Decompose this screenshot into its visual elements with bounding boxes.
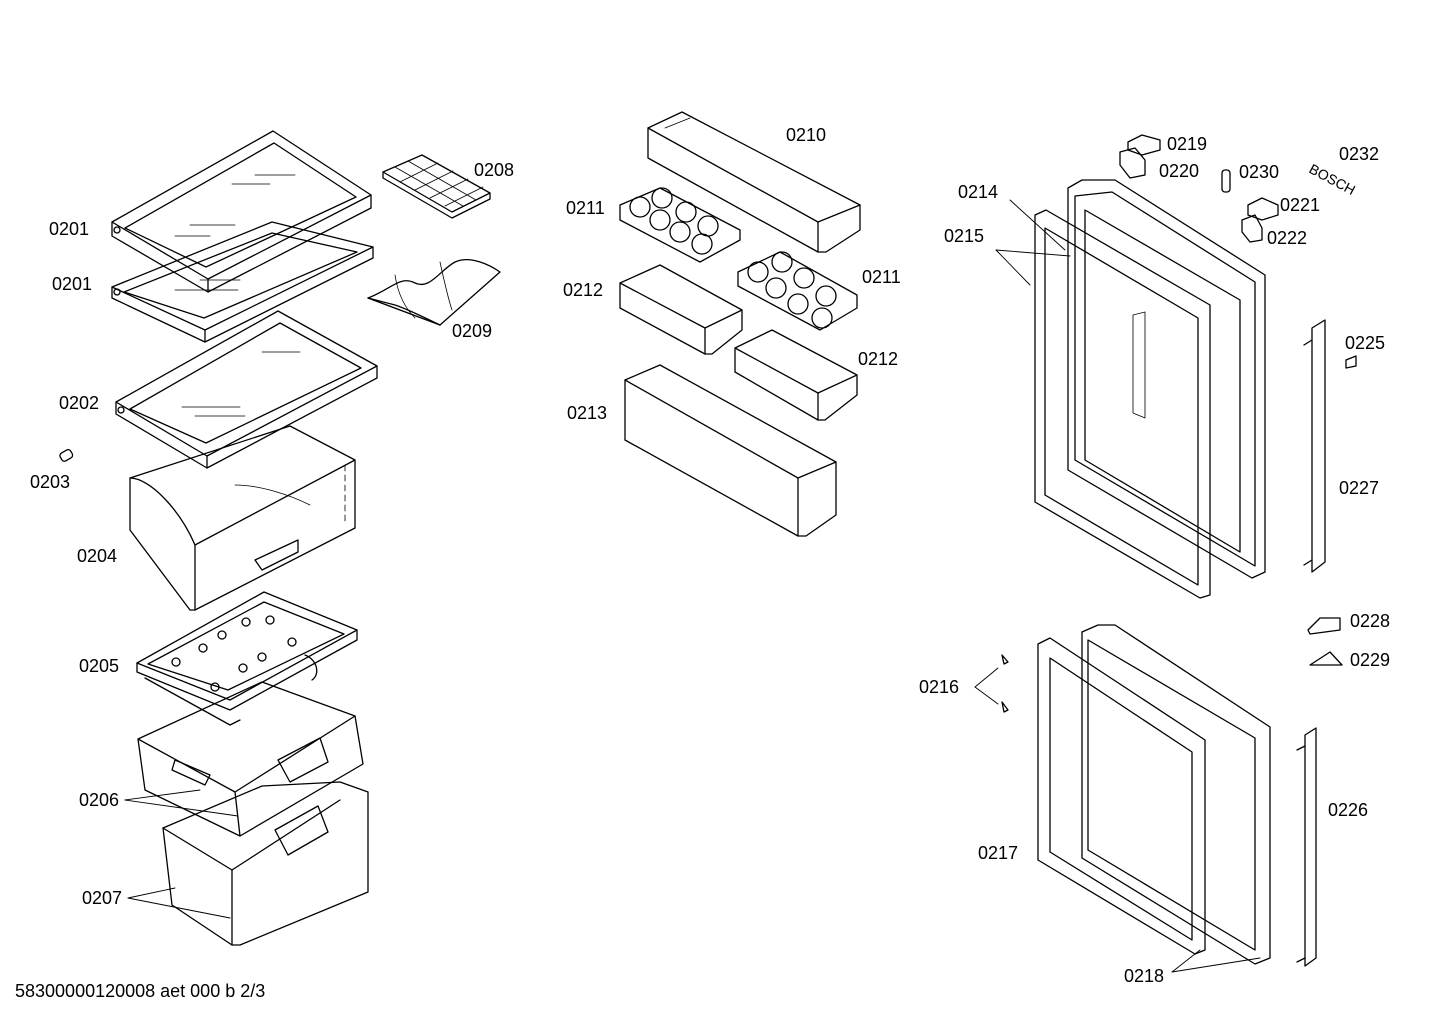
- label-0216: 0216: [919, 677, 960, 697]
- label-0228: 0228: [1350, 611, 1391, 631]
- label-0211-a: 0211: [566, 198, 605, 218]
- label-0229: 0229: [1350, 650, 1391, 670]
- upper-door-leaders: [995, 199, 1071, 286]
- door-bin-0212-right: [734, 329, 858, 421]
- door-bin-0210: [647, 111, 861, 253]
- label-0211-b: 0211: [862, 267, 901, 287]
- door-bin-0212-left: [619, 264, 743, 355]
- label-0222: 0222: [1267, 228, 1308, 248]
- label-0226: 0226: [1328, 800, 1369, 820]
- hinge-0226: [1296, 727, 1317, 967]
- label-0210: 0210: [786, 125, 827, 145]
- screw-0225: [1345, 355, 1357, 369]
- label-0213: 0213: [567, 403, 608, 423]
- glass-shelf-0202: [115, 310, 378, 469]
- label-0217: 0217: [978, 843, 1019, 863]
- label-0202: 0202: [59, 393, 100, 413]
- parts-top-right: [1119, 134, 1343, 666]
- door-bin-0213: [624, 364, 837, 537]
- label-0209: 0209: [452, 321, 493, 341]
- egg-tray-0211-right: [737, 251, 858, 331]
- clips-0216: [1001, 654, 1009, 713]
- glass-shelf-0201-top: [111, 130, 372, 293]
- bosch-logo: BOSCH: [1307, 161, 1358, 199]
- tray-0205: [136, 591, 358, 726]
- label-0220: 0220: [1159, 161, 1200, 181]
- label-0215: 0215: [944, 226, 985, 246]
- label-0225: 0225: [1345, 333, 1386, 353]
- label-0219: 0219: [1167, 134, 1208, 154]
- egg-tray-0211-left: [619, 187, 741, 263]
- glass-shelf-0201-second: [111, 221, 374, 343]
- label-0207: 0207: [82, 888, 123, 908]
- upper-door-0214: [1067, 179, 1266, 579]
- label-0212-b: 0212: [858, 349, 899, 369]
- door-gasket-0215: [1034, 209, 1211, 599]
- lower-door-leaders: [974, 667, 1261, 973]
- crisper-drawer-0204: [129, 425, 356, 611]
- ice-tray-0208: [382, 154, 491, 219]
- cap-0203: [59, 448, 74, 462]
- label-0208: 0208: [474, 160, 515, 180]
- label-0204: 0204: [77, 546, 118, 566]
- label-0206: 0206: [79, 790, 120, 810]
- label-0201-b: 0201: [52, 274, 93, 294]
- hinge-0227: [1303, 319, 1326, 573]
- label-0212-a: 0212: [563, 280, 604, 300]
- bottle-rack-0209: [367, 258, 501, 326]
- drawing-reference: 58300000120008 aet 000 b 2/3: [15, 981, 266, 1001]
- label-0201-a: 0201: [49, 219, 90, 239]
- left-leaders: [124, 789, 239, 919]
- label-0218: 0218: [1124, 966, 1165, 986]
- label-0232: 0232: [1339, 144, 1380, 164]
- lower-gasket-0218: [1037, 637, 1206, 955]
- label-0230: 0230: [1239, 162, 1280, 182]
- lower-door-0217: [1081, 624, 1271, 965]
- label-0227: 0227: [1339, 478, 1380, 498]
- drawer-0206: [137, 681, 364, 837]
- label-0214: 0214: [958, 182, 999, 202]
- freezer-drawer-0207: [162, 781, 369, 946]
- label-0205: 0205: [79, 656, 120, 676]
- label-0221: 0221: [1280, 195, 1321, 215]
- label-0203: 0203: [30, 472, 71, 492]
